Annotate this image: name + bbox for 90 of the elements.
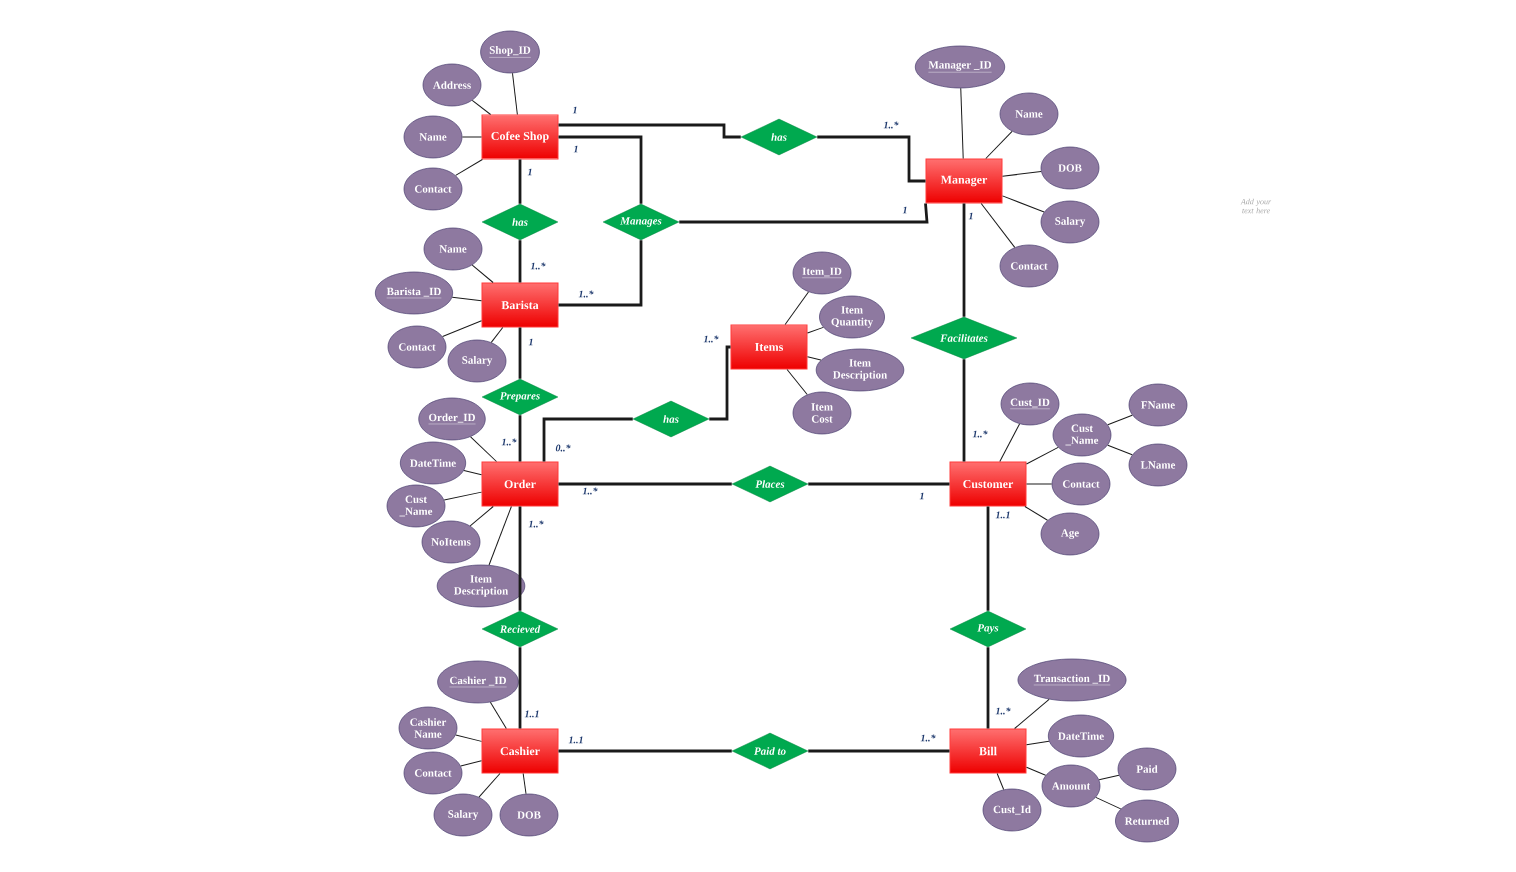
relationship-line <box>558 135 643 204</box>
connector-line <box>470 436 497 462</box>
cardinality-label: 1 <box>967 211 975 221</box>
cardinality-label: 1 <box>572 144 580 154</box>
connector-line <box>999 423 1021 462</box>
relationship-line <box>808 749 950 753</box>
cardinality-label: 1..* <box>500 437 518 447</box>
connector-line <box>455 734 482 742</box>
entity-box: Order <box>481 461 559 507</box>
cardinality-label: 1 <box>901 205 909 215</box>
entity-box: Manager <box>925 158 1003 204</box>
entity-box: Customer <box>949 461 1027 507</box>
cardinality-label: 1 <box>527 337 535 347</box>
connector-line <box>490 327 504 343</box>
cardinality-label: 1..* <box>702 334 720 344</box>
cardinality-label: 1..* <box>919 733 937 743</box>
cardinality-label: 1 <box>571 105 579 115</box>
connector-line <box>1026 483 1053 485</box>
connector-line <box>1026 766 1047 776</box>
relationship-line <box>679 203 929 224</box>
cardinality-label: 1..* <box>577 289 595 299</box>
connector-line <box>807 356 822 361</box>
connector-line <box>1002 171 1042 177</box>
connector-line <box>442 320 482 338</box>
relationship-line <box>558 240 643 307</box>
cardinality-label: 1..1 <box>994 510 1012 520</box>
cardinality-label: 1..1 <box>523 709 541 719</box>
entity-box: Barista <box>481 282 559 328</box>
connector-line <box>784 291 809 325</box>
connector-line <box>512 72 518 115</box>
relationship-line <box>518 240 522 283</box>
connector-line <box>1098 774 1120 781</box>
connector-line <box>1107 444 1133 456</box>
cardinality-label: 1 <box>918 491 926 501</box>
cardinality-label: 1..* <box>527 519 545 529</box>
connector-line <box>522 773 527 795</box>
entity-box: Cofee Shop <box>481 114 559 160</box>
connector-line <box>1095 796 1122 810</box>
connector-line <box>1026 740 1050 746</box>
relationship-line <box>709 345 731 421</box>
connector-line <box>478 773 501 798</box>
connector-line <box>985 130 1013 159</box>
connector-line <box>451 296 482 302</box>
connector-line <box>980 203 1016 248</box>
connector-line <box>1026 446 1059 465</box>
connector-line <box>455 159 483 176</box>
connector-line <box>471 99 492 115</box>
relationship-line <box>558 123 741 139</box>
connector-line <box>1014 698 1050 729</box>
connector-line <box>807 326 824 334</box>
relationship-line <box>518 415 522 462</box>
cardinality-label: 1..1 <box>567 735 585 745</box>
relationship-line <box>986 647 990 729</box>
cardinality-label: 1..* <box>971 429 989 439</box>
connector-line <box>443 491 482 501</box>
connector-line <box>461 136 482 138</box>
cardinality-label: 1..* <box>581 486 599 496</box>
cardinality-label: 1..* <box>529 261 547 271</box>
connector-line <box>488 506 512 566</box>
connector-line <box>1107 414 1133 426</box>
entity-box: Cashier <box>481 728 559 774</box>
relationship-line <box>558 749 732 753</box>
connector-line <box>489 701 507 729</box>
relationship-line <box>518 506 522 611</box>
relationship-line <box>817 135 926 183</box>
relationship-line <box>558 482 732 486</box>
connector-line <box>996 773 1005 790</box>
relationship-line <box>808 482 950 486</box>
connector-line <box>1024 506 1048 521</box>
relationship-line <box>518 327 522 379</box>
connector-line <box>469 506 494 527</box>
relationship-line <box>518 647 522 729</box>
entity-box: Items <box>730 324 808 370</box>
relationship-line <box>542 417 633 462</box>
connector-line <box>460 760 482 767</box>
relationship-line <box>962 203 966 317</box>
relationship-line <box>962 359 966 462</box>
connector-line <box>960 87 964 159</box>
relationship-line <box>518 159 522 204</box>
connector-line <box>1002 195 1045 213</box>
cardinality-label: 1 <box>526 167 534 177</box>
connector-line <box>463 469 482 476</box>
connector-line <box>471 264 494 283</box>
cardinality-label: 1..* <box>994 706 1012 716</box>
connector-line <box>786 369 808 396</box>
cardinality-label: 0..* <box>554 443 572 453</box>
entity-box: Bill <box>949 728 1027 774</box>
cardinality-label: 1..* <box>882 120 900 130</box>
placeholder-text: Add your text here <box>1240 198 1272 214</box>
relationship-line <box>986 506 990 611</box>
